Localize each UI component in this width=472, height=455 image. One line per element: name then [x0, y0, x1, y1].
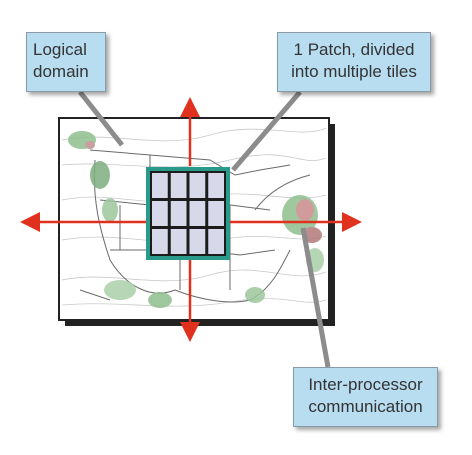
leader-line-interprocessor — [300, 227, 331, 368]
patch-tile — [170, 201, 187, 226]
patch-tile — [208, 229, 224, 254]
patch-tile — [152, 173, 168, 198]
callout-logical-domain-line-1: Logical — [33, 40, 87, 59]
patch-tile — [208, 201, 224, 226]
patch-tile — [208, 173, 224, 198]
patch-tile — [170, 173, 187, 198]
patch-tile — [189, 201, 206, 226]
patch-tile — [170, 229, 187, 254]
leader-line-logical-domain — [78, 90, 124, 147]
patch-tile — [152, 229, 168, 254]
patch-tiles — [152, 173, 224, 254]
callout-patch-line-2: into multiple tiles — [291, 62, 417, 81]
communication-arrows — [20, 97, 362, 342]
patch-tile — [152, 201, 168, 226]
callout-interprocessor-line-1: Inter-processor — [308, 375, 423, 394]
callout-logical-domain-line-2: domain — [33, 62, 89, 81]
callout-interprocessor: Inter-processor communication — [293, 367, 438, 427]
patch-tile — [189, 229, 206, 254]
callout-logical-domain: Logical domain — [26, 32, 106, 92]
callout-patch: 1 Patch, divided into multiple tiles — [277, 32, 431, 92]
callout-patch-line-1: 1 Patch, divided — [293, 40, 415, 59]
leader-line-patch — [231, 90, 302, 172]
callout-interprocessor-line-2: communication — [308, 397, 423, 416]
patch-tile — [189, 173, 206, 198]
